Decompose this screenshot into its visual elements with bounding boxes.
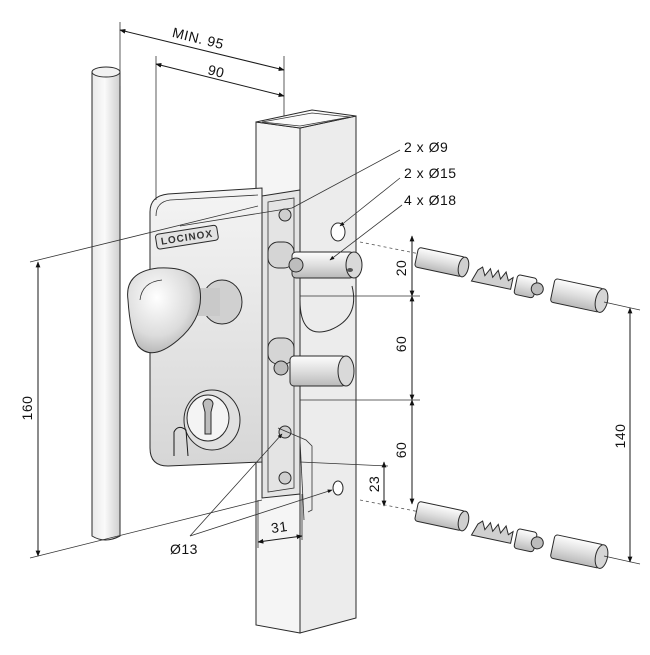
round-gate-post bbox=[91, 66, 121, 541]
key-cylinder bbox=[183, 389, 241, 451]
hole-callouts: 2 x Ø9 2 x Ø15 4 x Ø18 bbox=[179, 139, 457, 261]
label-hole-15: 2 x Ø15 bbox=[404, 165, 457, 181]
front-plate bbox=[261, 189, 301, 499]
dimension-140: 140 bbox=[603, 301, 641, 565]
dimension-90: 90 bbox=[155, 56, 285, 200]
hex-socket-icon bbox=[530, 536, 544, 550]
label-90: 90 bbox=[206, 61, 226, 81]
latch-bolt bbox=[288, 251, 363, 333]
dimension-chain-vertical: 20 60 60 bbox=[300, 235, 420, 505]
label-hole-13: Ø13 bbox=[170, 541, 198, 557]
dead-bolt bbox=[273, 355, 355, 387]
label-hole-9: 2 x Ø9 bbox=[404, 139, 448, 155]
label-min-95: MIN. 95 bbox=[171, 24, 226, 52]
label-spacing-20: 20 bbox=[393, 260, 409, 277]
dimension-min-95: MIN. 95 bbox=[119, 22, 285, 116]
plate-screw-icon bbox=[278, 208, 292, 222]
label-offset-23: 23 bbox=[366, 476, 382, 493]
dimension-hole-13: Ø13 bbox=[170, 433, 333, 557]
label-hole-18: 4 x Ø18 bbox=[404, 192, 457, 208]
latch-hook bbox=[173, 426, 189, 457]
label-height-160: 160 bbox=[19, 396, 35, 421]
lock-body: LOCINOX bbox=[149, 187, 263, 467]
label-span-140: 140 bbox=[612, 424, 628, 449]
dimension-160: 160 bbox=[19, 205, 263, 559]
post-hole-13 bbox=[332, 480, 344, 496]
spring-wire bbox=[277, 427, 313, 513]
logo-plate bbox=[155, 224, 219, 250]
dimension-23: 23 bbox=[299, 461, 389, 507]
plate-screw-icon bbox=[278, 471, 292, 485]
hex-socket-icon bbox=[530, 282, 544, 296]
lock-knob bbox=[127, 267, 243, 354]
screw-head-icon bbox=[273, 360, 289, 376]
keyhole-icon bbox=[202, 398, 214, 435]
post-hole-9 bbox=[330, 222, 346, 242]
label-post-31: 31 bbox=[270, 518, 289, 536]
fixing-set-top bbox=[414, 247, 609, 313]
plate-screw-icon bbox=[278, 425, 292, 439]
fixing-set-bottom bbox=[414, 501, 609, 569]
label-spacing-60-upper: 60 bbox=[393, 336, 409, 353]
label-spacing-60-lower: 60 bbox=[393, 442, 409, 459]
screw-head-icon bbox=[288, 257, 304, 273]
dimension-31: 31 bbox=[257, 494, 303, 548]
